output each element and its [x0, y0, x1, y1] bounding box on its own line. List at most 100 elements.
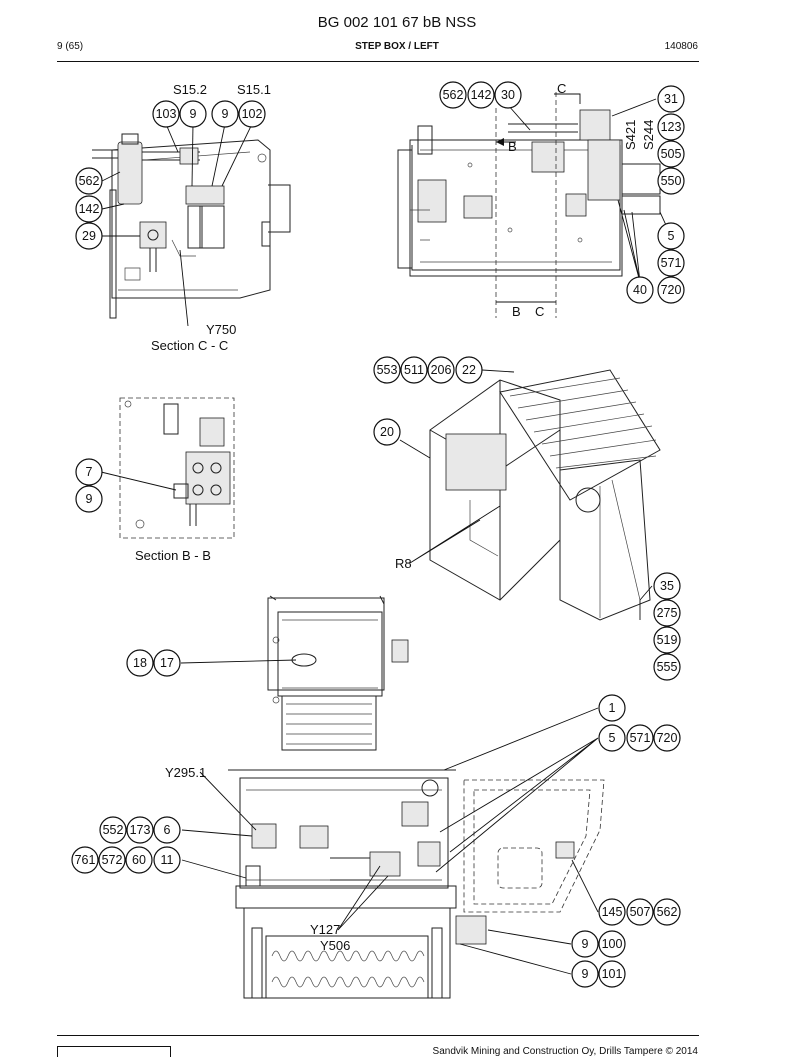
svg-text:173: 173	[130, 823, 151, 837]
svg-text:562: 562	[79, 174, 100, 188]
balloon-572: 572	[98, 846, 126, 874]
isometric-step-box-view	[429, 369, 661, 621]
balloon-35: 35	[653, 572, 681, 600]
balloon-22: 22	[455, 356, 483, 384]
label-section-b-mid: B	[508, 139, 517, 154]
svg-text:571: 571	[661, 256, 682, 270]
svg-text:102: 102	[242, 107, 263, 121]
svg-text:505: 505	[661, 147, 682, 161]
svg-text:9: 9	[222, 107, 229, 121]
item-balloons: 103 9 9 102 562 142 29 562 142 30 31 123…	[71, 81, 685, 988]
page-number: 9 (65)	[57, 41, 84, 52]
svg-text:31: 31	[664, 92, 678, 106]
balloon-30: 30	[494, 81, 522, 109]
label-s421: S421	[623, 120, 638, 150]
balloon-7: 7	[75, 458, 103, 486]
label-y750: Y750	[206, 322, 236, 337]
svg-text:142: 142	[79, 202, 100, 216]
svg-text:761: 761	[75, 853, 96, 867]
svg-text:571: 571	[630, 731, 651, 745]
svg-text:206: 206	[431, 363, 452, 377]
balloon-103: 103	[152, 100, 180, 128]
balloon-29: 29	[75, 222, 103, 250]
svg-text:18: 18	[133, 656, 147, 670]
svg-text:1: 1	[609, 701, 616, 715]
header-rule	[57, 61, 699, 62]
svg-text:9: 9	[190, 107, 197, 121]
svg-text:5: 5	[609, 731, 616, 745]
svg-text:562: 562	[443, 88, 464, 102]
document-number: BG 002 101 67 bB NSS	[317, 14, 477, 31]
step-tread-pattern	[509, 377, 657, 469]
balloon-571: 571	[626, 724, 654, 752]
svg-text:6: 6	[164, 823, 171, 837]
svg-text:29: 29	[82, 229, 96, 243]
svg-text:720: 720	[657, 731, 678, 745]
svg-text:553: 553	[377, 363, 398, 377]
svg-text:275: 275	[657, 606, 678, 620]
leader-lines	[100, 98, 672, 975]
date-code: 140806	[664, 41, 698, 52]
svg-text:511: 511	[404, 363, 424, 377]
svg-text:101: 101	[602, 967, 623, 981]
balloon-123: 123	[657, 113, 685, 141]
balloon-6: 6	[153, 816, 181, 844]
company-logo	[57, 1046, 171, 1057]
top-right-assembly-view	[397, 92, 661, 318]
footer-company-text: Sandvik Mining and Construction Oy, Dril…	[432, 1046, 698, 1057]
label-r8: R8	[395, 556, 412, 571]
svg-text:60: 60	[132, 853, 146, 867]
balloon-142: 142	[467, 81, 495, 109]
balloon-5: 5	[598, 724, 626, 752]
footer-rule	[57, 1035, 699, 1036]
balloon-275: 275	[653, 599, 681, 627]
svg-text:720: 720	[661, 283, 682, 297]
balloon-562: 562	[653, 898, 681, 926]
svg-text:145: 145	[602, 905, 623, 919]
balloon-9: 9	[75, 485, 103, 513]
balloon-562: 562	[75, 167, 103, 195]
balloon-562: 562	[439, 81, 467, 109]
label-section-c-bottom: C	[535, 304, 544, 319]
svg-text:123: 123	[661, 120, 682, 134]
balloon-142: 142	[75, 195, 103, 223]
label-y506: Y506	[320, 938, 350, 953]
balloon-555: 555	[653, 653, 681, 681]
label-section-b-bottom: B	[512, 304, 521, 319]
balloon-552: 552	[99, 816, 127, 844]
label-s15-1: S15.1	[237, 82, 271, 97]
step-tread-pattern-bottom	[271, 950, 425, 988]
svg-text:103: 103	[156, 107, 177, 121]
balloon-519: 519	[653, 626, 681, 654]
label-s244: S244	[641, 120, 656, 150]
svg-text:555: 555	[657, 660, 678, 674]
balloon-507: 507	[626, 898, 654, 926]
svg-text:507: 507	[630, 905, 651, 919]
balloon-511: 511	[400, 356, 428, 384]
svg-text:9: 9	[86, 492, 93, 506]
balloon-9: 9	[211, 100, 239, 128]
balloon-9: 9	[571, 930, 599, 958]
balloon-571: 571	[657, 249, 685, 277]
balloon-18: 18	[126, 649, 154, 677]
svg-text:7: 7	[86, 465, 93, 479]
svg-text:519: 519	[657, 633, 678, 647]
svg-text:5: 5	[668, 229, 675, 243]
top-plan-view	[267, 595, 409, 751]
balloon-9: 9	[571, 960, 599, 988]
svg-text:9: 9	[582, 937, 589, 951]
bottom-assembly-view	[228, 769, 605, 999]
svg-text:100: 100	[602, 937, 623, 951]
balloon-173: 173	[126, 816, 154, 844]
balloon-720: 720	[653, 724, 681, 752]
balloon-100: 100	[598, 930, 626, 958]
svg-text:9: 9	[582, 967, 589, 981]
svg-text:17: 17	[160, 656, 174, 670]
balloon-720: 720	[657, 276, 685, 304]
svg-text:562: 562	[657, 905, 678, 919]
balloon-145: 145	[598, 898, 626, 926]
balloon-5: 5	[657, 222, 685, 250]
svg-text:11: 11	[161, 853, 174, 867]
balloon-505: 505	[657, 140, 685, 168]
balloon-101: 101	[598, 960, 626, 988]
